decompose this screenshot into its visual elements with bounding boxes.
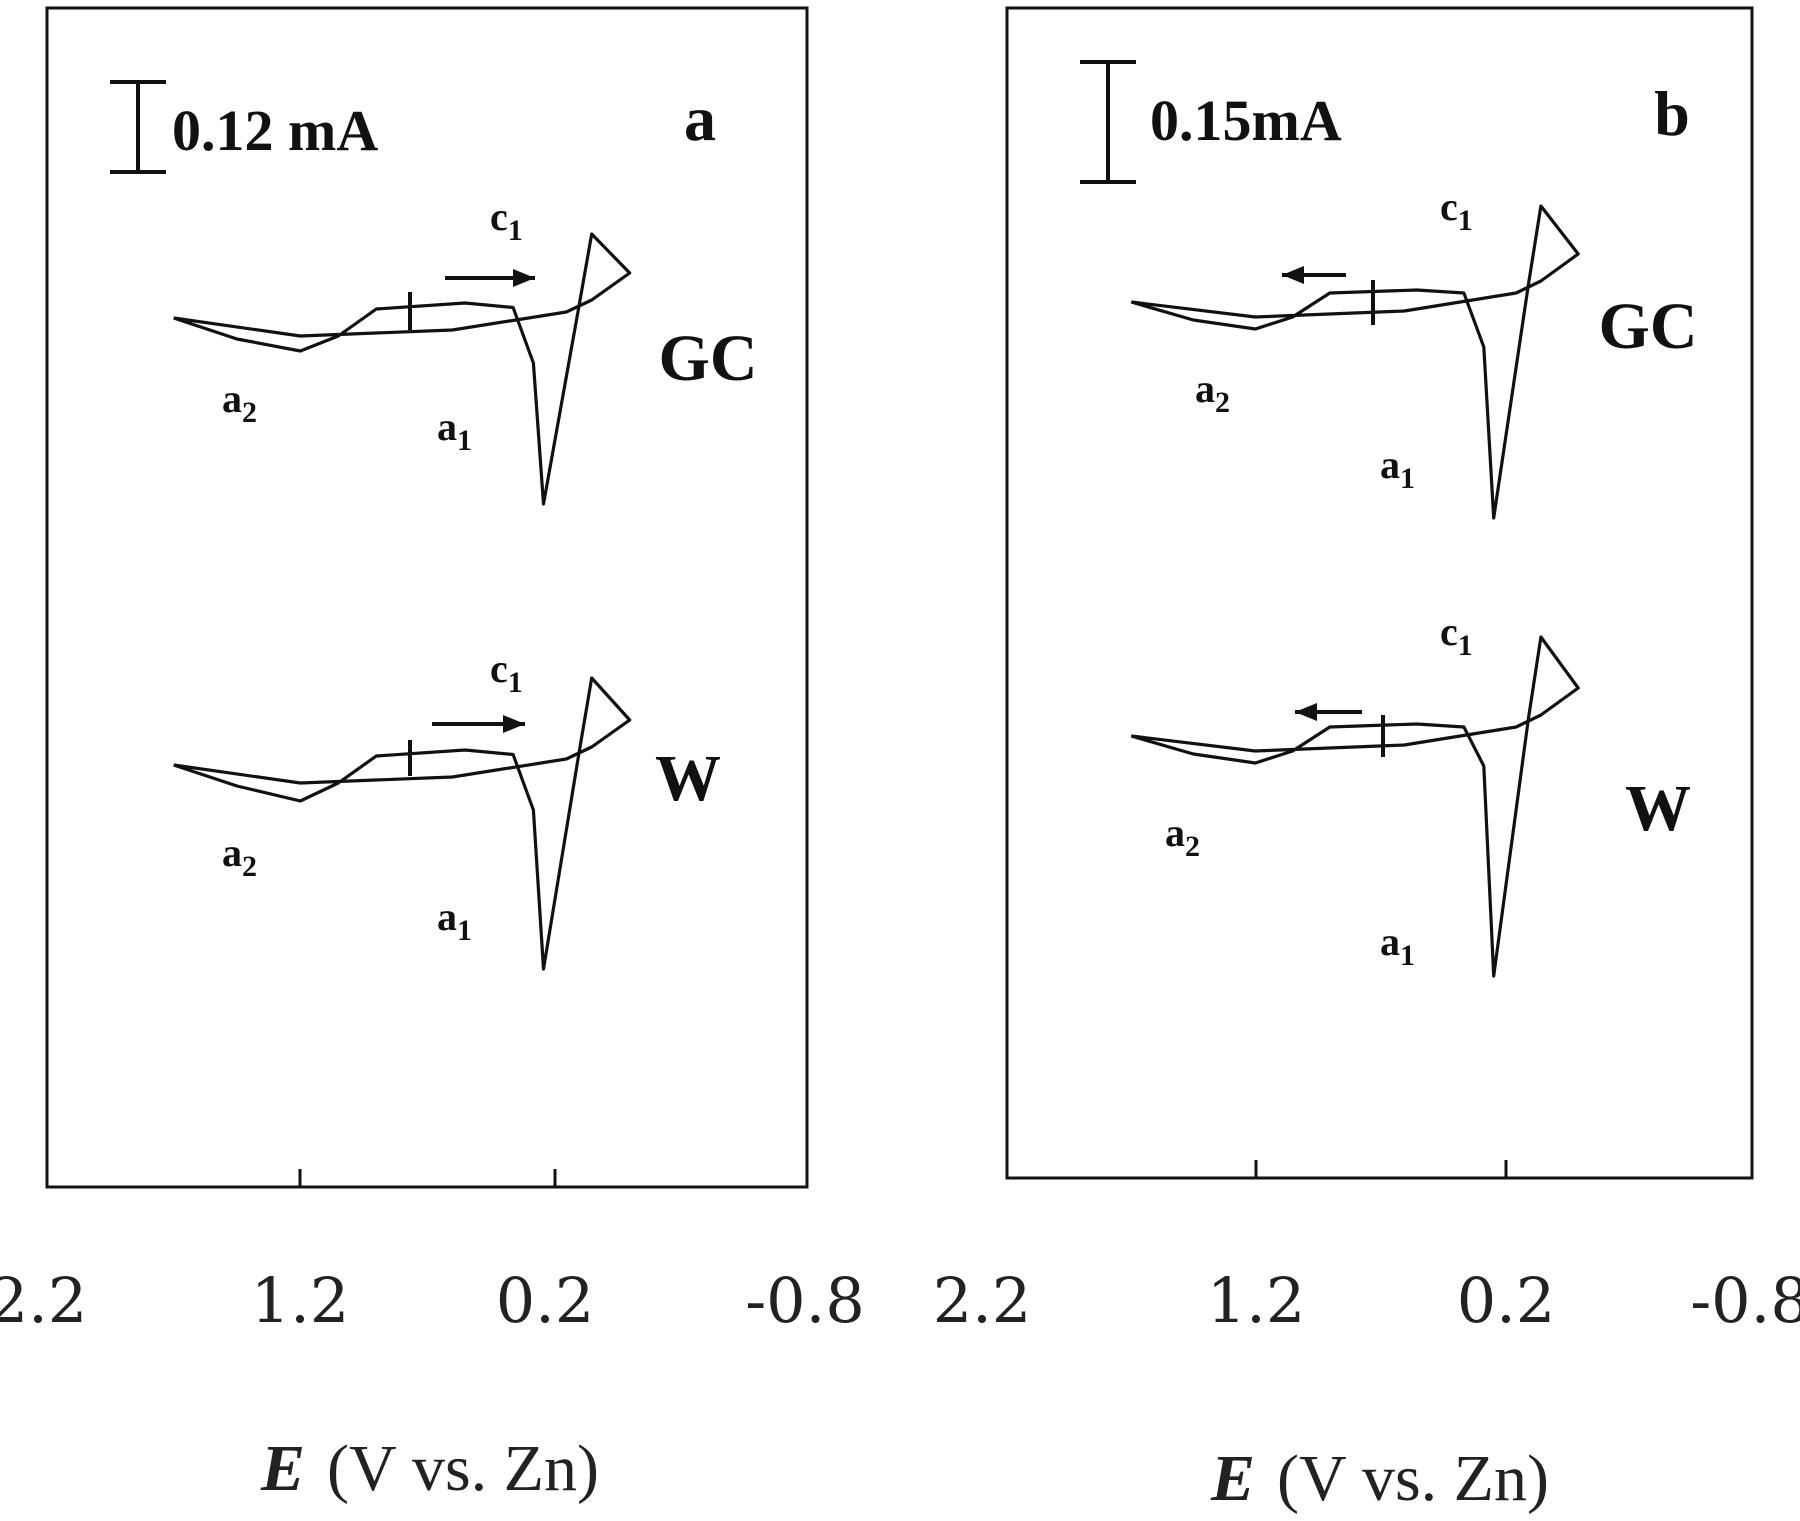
- peak-label-subscript: 2: [242, 850, 257, 883]
- peak-label-subscript: 1: [1400, 462, 1415, 495]
- peak-label-subscript: 2: [1215, 386, 1230, 419]
- plot-frame: [1005, 6, 1754, 1180]
- peak-label: a2: [1165, 810, 1200, 863]
- x-axis-symbol: E: [260, 1432, 305, 1505]
- peak-label: c1: [1440, 609, 1473, 662]
- peak-label-subscript: 2: [1185, 830, 1200, 863]
- x-tick-label: 2.2: [933, 1264, 1032, 1337]
- x-axis-label: E (V vs. Zn): [1210, 1442, 1549, 1515]
- scale-bar-label: 0.15mA: [1150, 88, 1342, 153]
- curve-label: GC: [1599, 290, 1698, 363]
- x-tick-label: 0.2: [1457, 1264, 1556, 1337]
- peak-label: c1: [490, 194, 523, 247]
- plot-frame: [45, 6, 809, 1189]
- peak-label-letter: a: [1195, 366, 1215, 411]
- cv-curve-gc: [1130, 204, 1580, 520]
- peak-label-letter: a: [437, 894, 457, 939]
- peak-label: a2: [222, 376, 257, 429]
- scale-bar-label: 0.12 mA: [172, 98, 378, 163]
- x-tick-label: 1.2: [1207, 1264, 1306, 1337]
- peak-label: c1: [490, 646, 523, 699]
- x-tick-label: -0.8: [1690, 1264, 1800, 1337]
- cv-curve-w: [173, 676, 632, 971]
- peak-label-subscript: 2: [242, 396, 257, 429]
- peak-label-subscript: 1: [1400, 939, 1415, 972]
- x-axis-symbol: E: [1210, 1442, 1255, 1515]
- arrow-head-icon: [1295, 703, 1317, 721]
- x-tick-label: 1.2: [251, 1264, 350, 1337]
- peak-label-subscript: 1: [1458, 629, 1473, 662]
- peak-label-subscript: 1: [457, 424, 472, 457]
- peak-label-letter: a: [1380, 442, 1400, 487]
- arrow-head-icon: [503, 715, 525, 733]
- x-tick-label: 2.2: [0, 1264, 87, 1337]
- x-tick-label: -0.8: [745, 1264, 865, 1337]
- peak-label: a1: [1380, 919, 1415, 972]
- peak-label-letter: c: [1440, 184, 1458, 229]
- peak-label: a1: [437, 404, 472, 457]
- peak-label: c1: [1440, 184, 1473, 237]
- arrow-head-icon: [1282, 266, 1304, 284]
- cv-curve-w: [1130, 635, 1580, 978]
- peak-label-letter: a: [1380, 919, 1400, 964]
- peak-label-letter: c: [490, 646, 508, 691]
- peak-label-subscript: 1: [508, 666, 523, 699]
- peak-label-subscript: 1: [1458, 204, 1473, 237]
- curve-label: W: [655, 742, 721, 815]
- panel-letter: b: [1654, 78, 1690, 149]
- peak-label: a1: [1380, 442, 1415, 495]
- peak-label-letter: a: [222, 376, 242, 421]
- peak-label-subscript: 1: [508, 214, 523, 247]
- peak-label-letter: a: [222, 830, 242, 875]
- peak-label: a2: [222, 830, 257, 883]
- cv-curve-gc: [173, 232, 632, 506]
- arrow-head-icon: [513, 269, 535, 287]
- peak-label: a2: [1195, 366, 1230, 419]
- peak-label-letter: a: [437, 404, 457, 449]
- x-axis-label: E (V vs. Zn): [260, 1432, 599, 1505]
- peak-label-letter: c: [1440, 609, 1458, 654]
- peak-label-letter: a: [1165, 810, 1185, 855]
- peak-label: a1: [437, 894, 472, 947]
- peak-label-subscript: 1: [457, 914, 472, 947]
- curve-label: GC: [659, 322, 758, 395]
- x-axis-unit: (V vs. Zn): [327, 1432, 599, 1505]
- x-axis-unit: (V vs. Zn): [1277, 1442, 1549, 1515]
- panel-letter: a: [684, 83, 716, 154]
- x-tick-label: 0.2: [496, 1264, 595, 1337]
- curve-label: W: [1625, 772, 1691, 845]
- peak-label-letter: c: [490, 194, 508, 239]
